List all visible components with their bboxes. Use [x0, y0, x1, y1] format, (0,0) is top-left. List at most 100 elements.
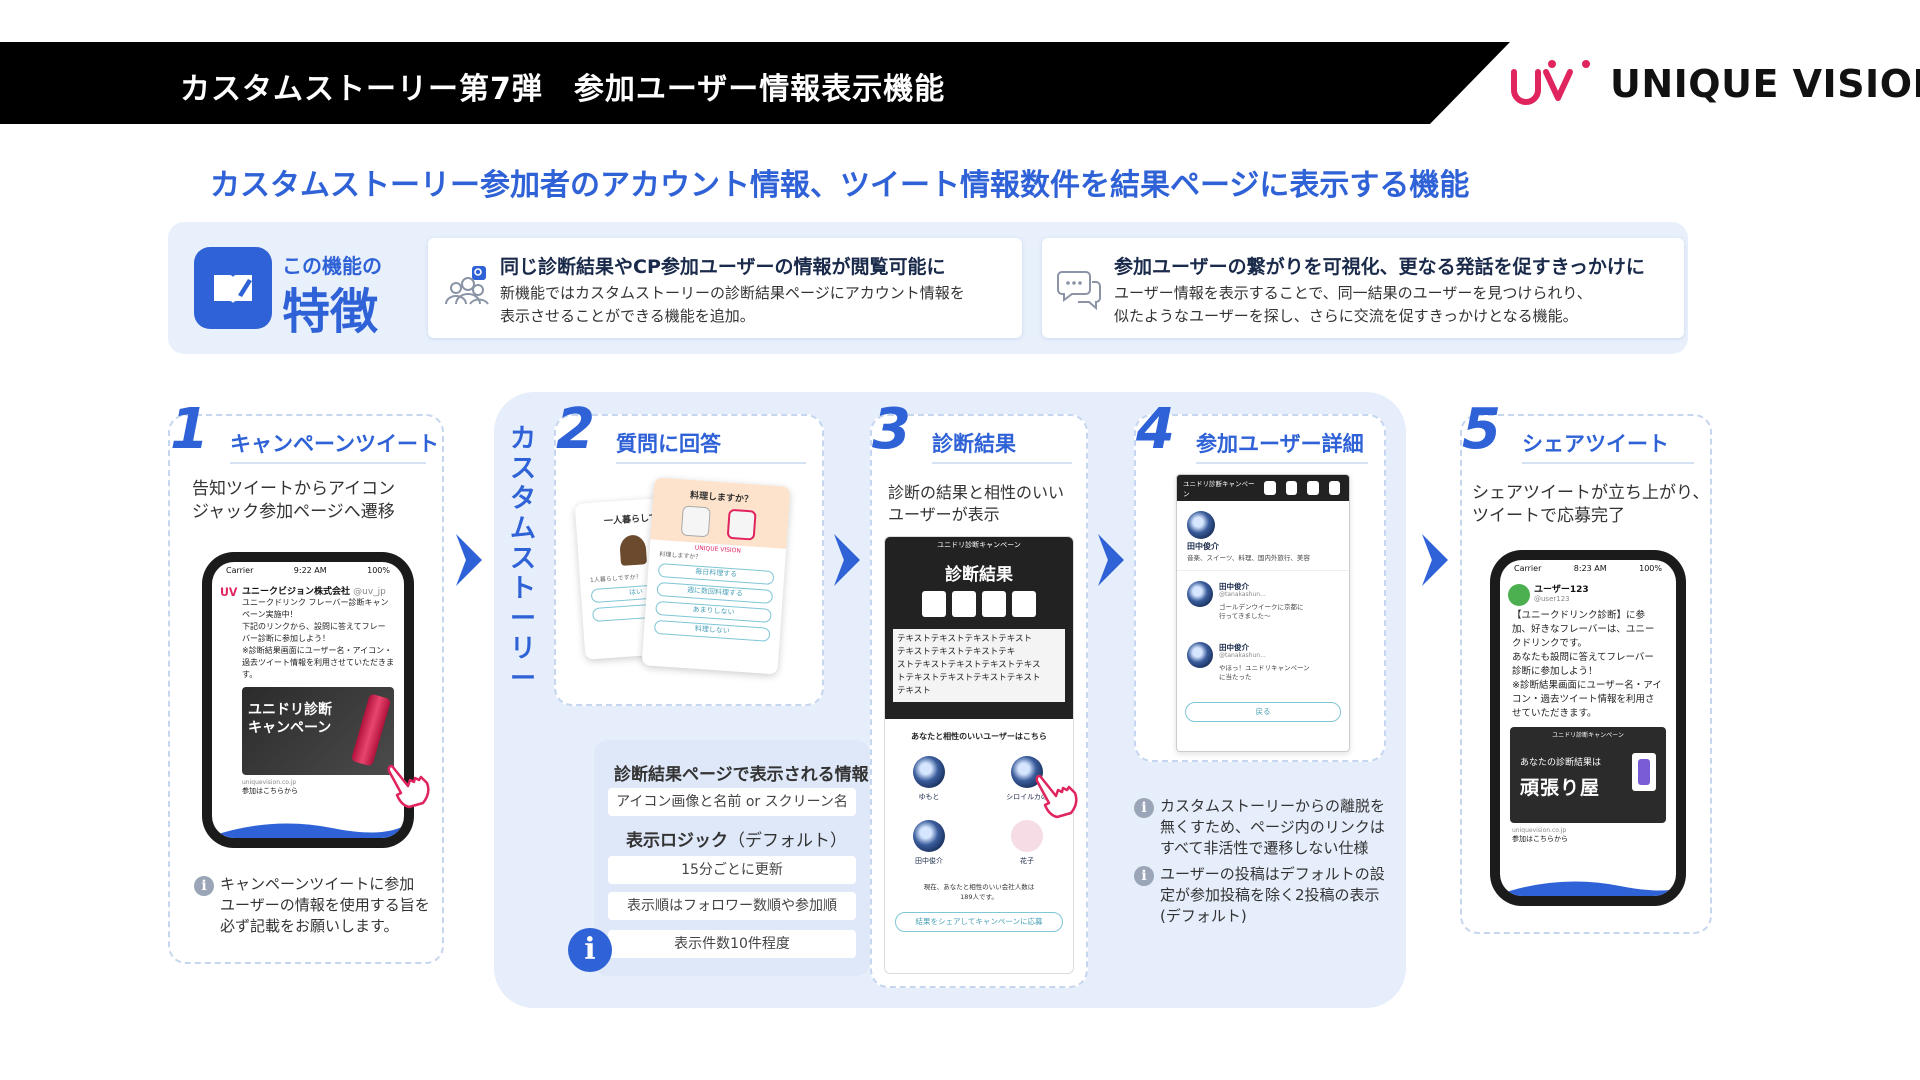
step-1-title: キャンペーンツイート	[230, 432, 439, 456]
result-text-line: ストテキストテキストテキストテキス	[897, 660, 1041, 670]
result-item-icon	[1285, 481, 1298, 495]
share-tweet: ユーザー123 @user123	[1500, 578, 1676, 606]
step-5-phone: Carrier 8:23 AM 100% ユーザー123 @user123 【ユ…	[1490, 550, 1686, 906]
step-5-phone-screen: Carrier 8:23 AM 100% ユーザー123 @user123 【ユ…	[1500, 560, 1676, 896]
tweet-line: ※診断結果画面にユーザー名・アイコン・	[242, 646, 393, 655]
result-item-icon	[1264, 481, 1276, 495]
battery-label: 100%	[1639, 564, 1662, 573]
feature-card-1-body: 新機能ではカスタムストーリーの診断結果ページにアカウント情報を 表示させることが…	[500, 282, 965, 328]
tweet-line: バー診断に参加しよう！	[242, 634, 330, 643]
user-bio: 音楽、スイーツ、料理、国内外旅行、美容	[1187, 554, 1310, 562]
user-avatar	[1187, 581, 1213, 607]
back-button[interactable]: 戻る	[1185, 702, 1341, 722]
wave-decoration	[212, 823, 404, 838]
step-5-title: シェアツイート	[1522, 432, 1669, 456]
answer-option[interactable]: 毎日料理する	[657, 562, 775, 586]
step-1-desc-line1: 告知ツイートからアイコン	[192, 479, 396, 499]
user-avatar	[1187, 511, 1215, 539]
tweet-body: やほっ！ユニドリキャンペーン に当たった	[1219, 664, 1310, 682]
user-name: 花子	[1020, 857, 1034, 865]
result-item-icon	[1012, 591, 1036, 617]
info-icon: i	[1134, 866, 1154, 886]
pointing-hand-icon	[387, 764, 430, 809]
user-name: ゆもと	[918, 793, 940, 801]
custom-story-label: カスタムストーリー	[509, 424, 536, 694]
compat-count-line2: 189人です。	[960, 893, 998, 901]
note-line: すべて非活性で遷移しない仕様	[1160, 839, 1369, 857]
link-text[interactable]: 参加はこちらから	[1512, 835, 1568, 843]
step-1-phone-screen: Carrier 9:22 AM 100% ᑌᐯ ユニークビジョン株式会社 @uv…	[212, 562, 404, 838]
result-text-line: テキスト	[897, 686, 931, 696]
status-bar: Carrier 9:22 AM 100%	[212, 562, 404, 580]
answer-option[interactable]: あまりしない	[655, 600, 772, 623]
tweet-line: 加、好きなフレーバーは、ユニー	[1512, 624, 1655, 635]
feature-heading: 特徴	[282, 284, 379, 340]
note-line: 無くすため、ページ内のリンクは	[1160, 818, 1385, 836]
tweet-user: ユーザー123	[1534, 585, 1589, 595]
info-icon: i	[568, 928, 612, 972]
tweet-line: す。	[242, 670, 258, 679]
tweet-line: に当たった	[1219, 673, 1252, 681]
result-card-label: あなたの診断結果は	[1520, 758, 1602, 768]
result-text-line: トテキストテキストテキストテキスト	[897, 673, 1041, 683]
info-pill-refresh: 15分ごとに更新	[608, 856, 856, 884]
result-card[interactable]: ユニドリ診断キャンペーン あなたの診断結果は 頑張り屋	[1510, 727, 1666, 823]
step-3-description: 診断の結果と相性のいい ユーザーが表示	[888, 482, 1064, 526]
user-name: 田中俊介	[1187, 542, 1219, 551]
user-avatar	[1508, 584, 1530, 606]
result-card-result: 頑張り屋	[1520, 777, 1601, 799]
step-3-phone: ユニドリ診断キャンペーン 診断結果 テキストテキストテキストテキスト テキストテ…	[884, 536, 1074, 974]
tweet-body: ユニークドリンク フレーバー診断キャン ペーン実施中！ 下記のリンクから、設問に…	[242, 597, 394, 681]
tweet-line: 【ユニークドリンク診断】に参	[1512, 610, 1646, 621]
detail-header: ユニドリ診断キャンペーン	[1177, 475, 1349, 501]
user-avatar[interactable]	[1011, 820, 1043, 852]
tweet-line: 診断に参加しよう！	[1512, 666, 1598, 677]
step-1-note-line1: キャンペーンツイートに参加	[220, 875, 415, 893]
tweet-line: クドリンクです。	[1512, 638, 1588, 649]
user-avatar[interactable]	[913, 820, 945, 852]
header-bar	[0, 42, 1510, 124]
info-pill-order: 表示順はフォロワー数順や参加順	[608, 892, 856, 920]
step-4-note-2: ユーザーの投稿はデフォルトの設 定が参加投稿を除く2投稿の表示 (デフォルト)	[1160, 864, 1385, 927]
tweet: ᑌᐯ ユニークビジョン株式会社 @uv_jp ユニークドリンク フレーバー診断キ…	[212, 580, 404, 796]
step-4-number: 4	[1136, 397, 1190, 464]
share-result-button[interactable]: 結果をシェアしてキャンペーンに応募	[895, 912, 1063, 932]
feature-card-2-title: 参加ユーザーの繋がりを可視化、更なる発話を促すきっかけに	[1114, 256, 1645, 278]
result-text: テキストテキストテキストテキスト テキストテキストテキストテキ ストテキストテキ…	[893, 629, 1065, 702]
no-cook-illustration-icon	[726, 508, 757, 541]
step-1-note-line2: ユーザーの情報を使用する旨を	[220, 896, 430, 914]
compat-count-line1: 現在、あなたと相性のいい会社人数は	[923, 883, 1035, 891]
note-line: (デフォルト)	[1160, 907, 1247, 925]
page-title: カスタムストーリー第7弾 参加ユーザー情報表示機能	[180, 72, 946, 107]
info-box-title: 診断結果ページで表示される情報	[614, 765, 869, 785]
result-item-icon	[952, 591, 976, 617]
uv-avatar-icon: ᑌᐯ	[220, 586, 238, 599]
result-text-line: テキストテキストテキストテキ	[897, 647, 1016, 657]
answer-option[interactable]: 週に数回料理する	[656, 581, 774, 604]
share-tweet-body[interactable]: 【ユニークドリンク診断】に参 加、好きなフレーバーは、ユニー クドリンクです。 …	[1500, 603, 1676, 721]
drink-can-icon	[1632, 753, 1656, 791]
tweet-line: 過去ツイート情報を利用させていただきま	[242, 658, 394, 667]
unique-vision-logo-icon	[1511, 60, 1590, 105]
arrow-right-icon	[456, 534, 482, 586]
step-3-desc-line1: 診断の結果と相性のいい	[888, 483, 1065, 502]
detail-header-title: ユニドリ診断キャンペーン	[1183, 480, 1255, 498]
chef-illustration-icon	[680, 505, 711, 538]
tweet-line: ユニークドリンク フレーバー診断キャン	[242, 598, 389, 607]
tweet-line: コン・過去ツイート情報を利用さ	[1512, 694, 1655, 705]
brand-name: UNIQUE VISION	[1610, 62, 1920, 106]
time-label: 9:22 AM	[293, 566, 327, 575]
step-4-title: 参加ユーザー詳細	[1196, 432, 1364, 456]
tweet-author: 田中俊介	[1219, 643, 1249, 652]
user-avatar[interactable]	[913, 756, 945, 788]
time-label: 8:23 AM	[1573, 564, 1607, 573]
answer-option[interactable]: 料理しない	[653, 619, 771, 642]
logic-label: 表示ロジック	[626, 831, 728, 851]
user-name: 田中俊介	[915, 857, 943, 865]
feature-card-2-line1: ユーザー情報を表示することで、同一結果のユーザーを見つけられり、	[1114, 284, 1592, 302]
campaign-banner[interactable]: ユニドリ診断キャンペーン	[242, 687, 394, 775]
tweet-line: 下記のリンクから、設問に答えてフレー	[242, 622, 386, 631]
tweet-line: ゴールデンウイークに京都に	[1219, 603, 1304, 611]
link-text[interactable]: 参加はこちらから	[242, 787, 298, 795]
link-domain: uniquevision.co.jp	[1512, 827, 1567, 834]
